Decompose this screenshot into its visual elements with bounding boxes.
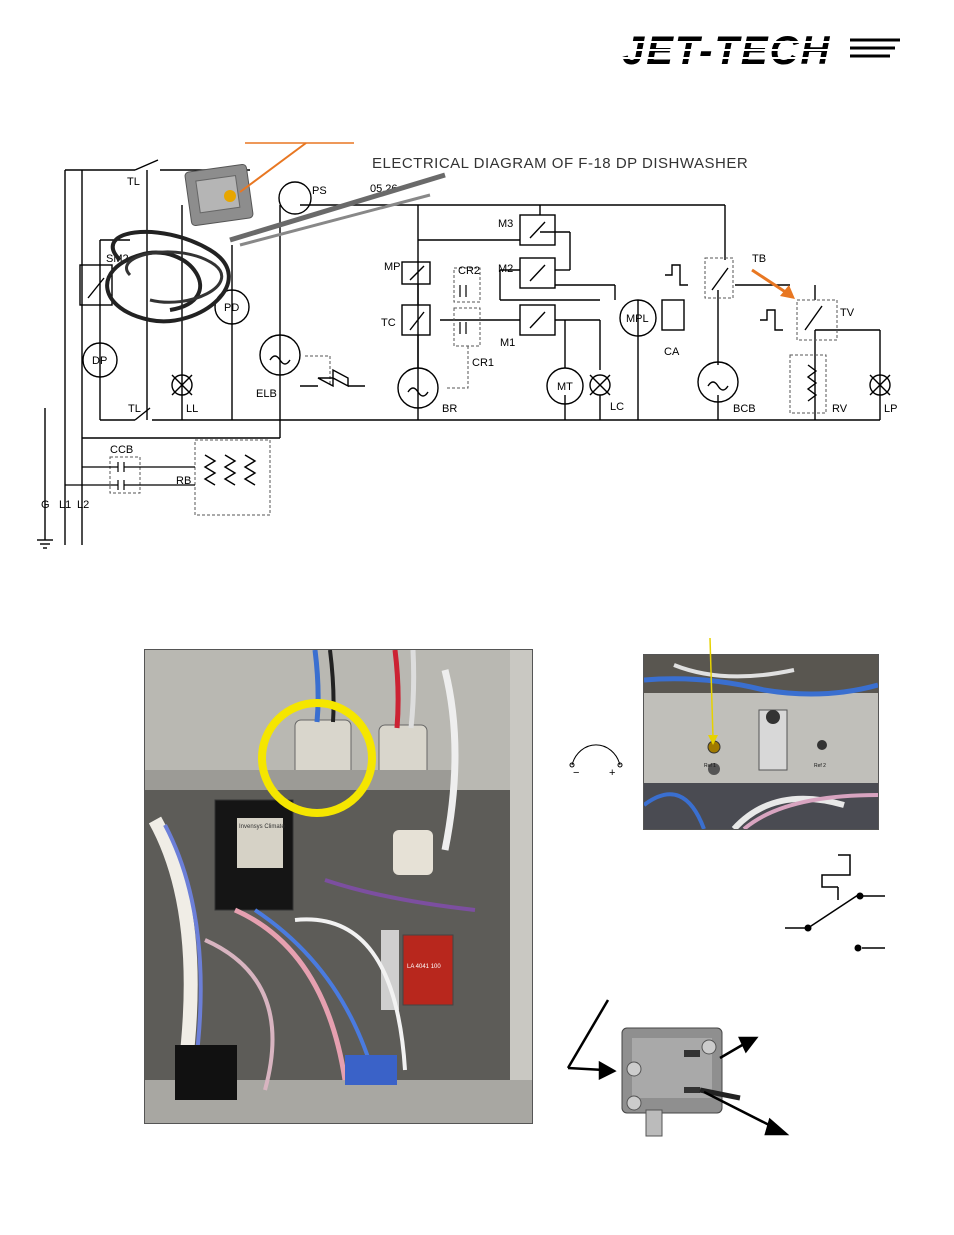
label-l2: L2 — [77, 499, 89, 511]
label-br: BR — [442, 403, 457, 415]
label-rv: RV — [832, 403, 848, 415]
label-tb: TB — [752, 253, 766, 265]
label-elb: ELB — [256, 388, 277, 400]
switch-terminals — [804, 892, 864, 952]
label-mp: MP — [384, 261, 401, 273]
label-pd: PD — [224, 302, 239, 314]
label-tv: TV — [840, 307, 855, 319]
label-g: G — [41, 499, 50, 511]
label-mt: MT — [557, 381, 573, 393]
label-cr1: CR1 — [472, 357, 494, 369]
component-labels: TL PS SM2 PD DP ELB LL TL M3 M2 M1 MP TC… — [41, 176, 897, 511]
label-ps: PS — [312, 185, 327, 197]
label-lc: LC — [610, 401, 624, 413]
label-cr2: CR2 — [458, 265, 480, 277]
pointer-arrows — [566, 999, 790, 1136]
panel-marking-right: Ref 2 — [814, 763, 826, 769]
minus-sign: − — [573, 767, 579, 779]
label-rb: RB — [176, 475, 191, 487]
label-tl-bottom: TL — [128, 403, 141, 415]
rotation-symbol: − + — [569, 744, 623, 779]
label-l1: L1 — [59, 499, 71, 511]
jet-tech-logo: JET-TECH — [615, 29, 900, 73]
thermostat-overlay — [105, 142, 446, 324]
orange-arrow — [751, 268, 795, 299]
label-ca: CA — [664, 346, 680, 358]
label-tc: TC — [381, 317, 396, 329]
thermostat-panel-photo: Ref 1 Ref 2 — [643, 654, 879, 830]
diagram-title: ELECTRICAL DIAGRAM OF F-18 DP DISHWASHER — [372, 155, 748, 172]
control-box-photo: Invensys Climate LA 4041 100 — [144, 649, 533, 1124]
contactor-label: Invensys Climate — [239, 824, 285, 830]
label-m1: M1 — [500, 337, 515, 349]
switch-symbol — [785, 854, 885, 949]
label-ccb: CCB — [110, 444, 133, 456]
label-m3: M3 — [498, 218, 513, 230]
switch-photo — [621, 1027, 741, 1137]
label-mpl: MPL — [626, 313, 649, 325]
label-m2: M2 — [498, 263, 513, 275]
panel-marking-left: Ref 1 — [704, 763, 716, 769]
label-tl-top: TL — [127, 176, 140, 188]
label-dp: DP — [92, 355, 107, 367]
wiring-schematic — [37, 159, 891, 549]
label-lp: LP — [884, 403, 897, 415]
plus-sign: + — [609, 767, 615, 779]
label-ll: LL — [186, 403, 198, 415]
label-bcb: BCB — [733, 403, 756, 415]
coil-label: LA 4041 100 — [407, 964, 441, 970]
